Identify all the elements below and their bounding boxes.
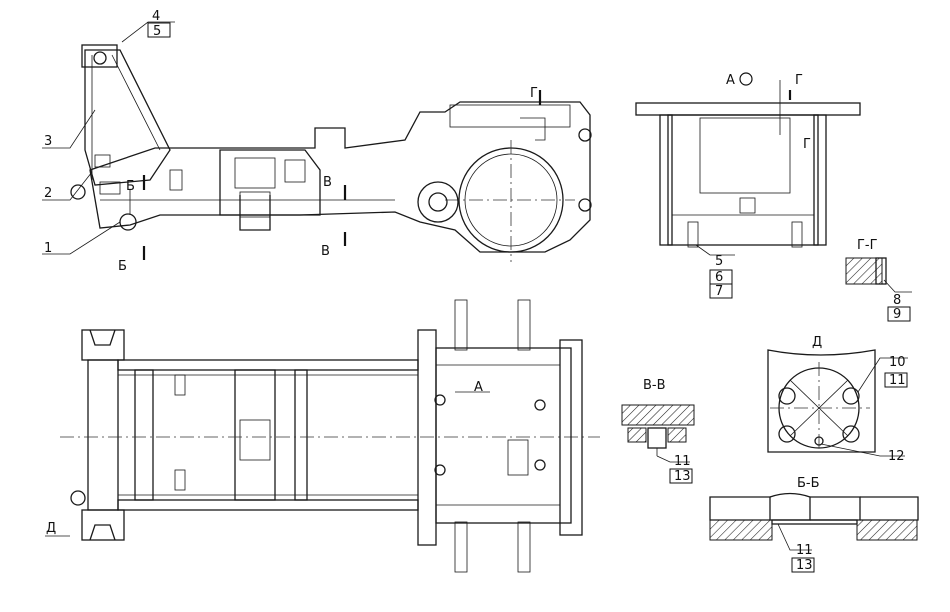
part-11-bb: 11 (796, 543, 813, 558)
part-12: 12 (888, 449, 905, 464)
view-a-title: А (726, 73, 735, 88)
part-9: 9 (893, 307, 901, 322)
cut-d-plan: Д (46, 521, 56, 536)
cut-g-top: Г (530, 86, 538, 101)
part-7: 7 (715, 284, 723, 299)
cut-a-plan: А (474, 380, 483, 395)
cut-b-bottom: Б (118, 259, 127, 274)
section-vv-title: В-В (643, 378, 666, 393)
part-11: 11 (889, 373, 906, 388)
cut-b-top: Б (126, 179, 135, 194)
part-13-bb: 13 (796, 558, 813, 573)
cut-g-left: Г (803, 137, 811, 152)
section-gg (845, 257, 887, 285)
part-3: 3 (44, 134, 52, 149)
labels: 4 5 3 2 1 Б Б В В Г А Г Г 5 6 7 Г-Г 8 9 … (44, 9, 906, 573)
section-vv (621, 404, 695, 456)
part-4: 4 (152, 9, 160, 24)
plan-view (60, 299, 600, 573)
part-1: 1 (44, 241, 52, 256)
view-d-title: Д (812, 335, 822, 350)
view-d (767, 349, 876, 453)
view-a (635, 80, 861, 248)
part-5: 5 (153, 24, 161, 39)
side-view (70, 44, 592, 262)
cut-v-top: В (323, 175, 332, 190)
cut-v-bottom: В (321, 244, 330, 259)
cut-g-right: Г (795, 73, 803, 88)
section-gg-title: Г-Г (857, 238, 878, 253)
part-2: 2 (44, 186, 52, 201)
part-6: 6 (715, 270, 723, 285)
section-bb-title: Б-Б (797, 476, 820, 491)
part-11-vv: 11 (674, 454, 691, 469)
leaders (42, 21, 912, 573)
part-13-vv: 13 (674, 469, 691, 484)
part-8: 8 (893, 293, 901, 308)
part-5b: 5 (715, 254, 723, 269)
section-bb (709, 492, 919, 541)
part-10: 10 (889, 355, 906, 370)
